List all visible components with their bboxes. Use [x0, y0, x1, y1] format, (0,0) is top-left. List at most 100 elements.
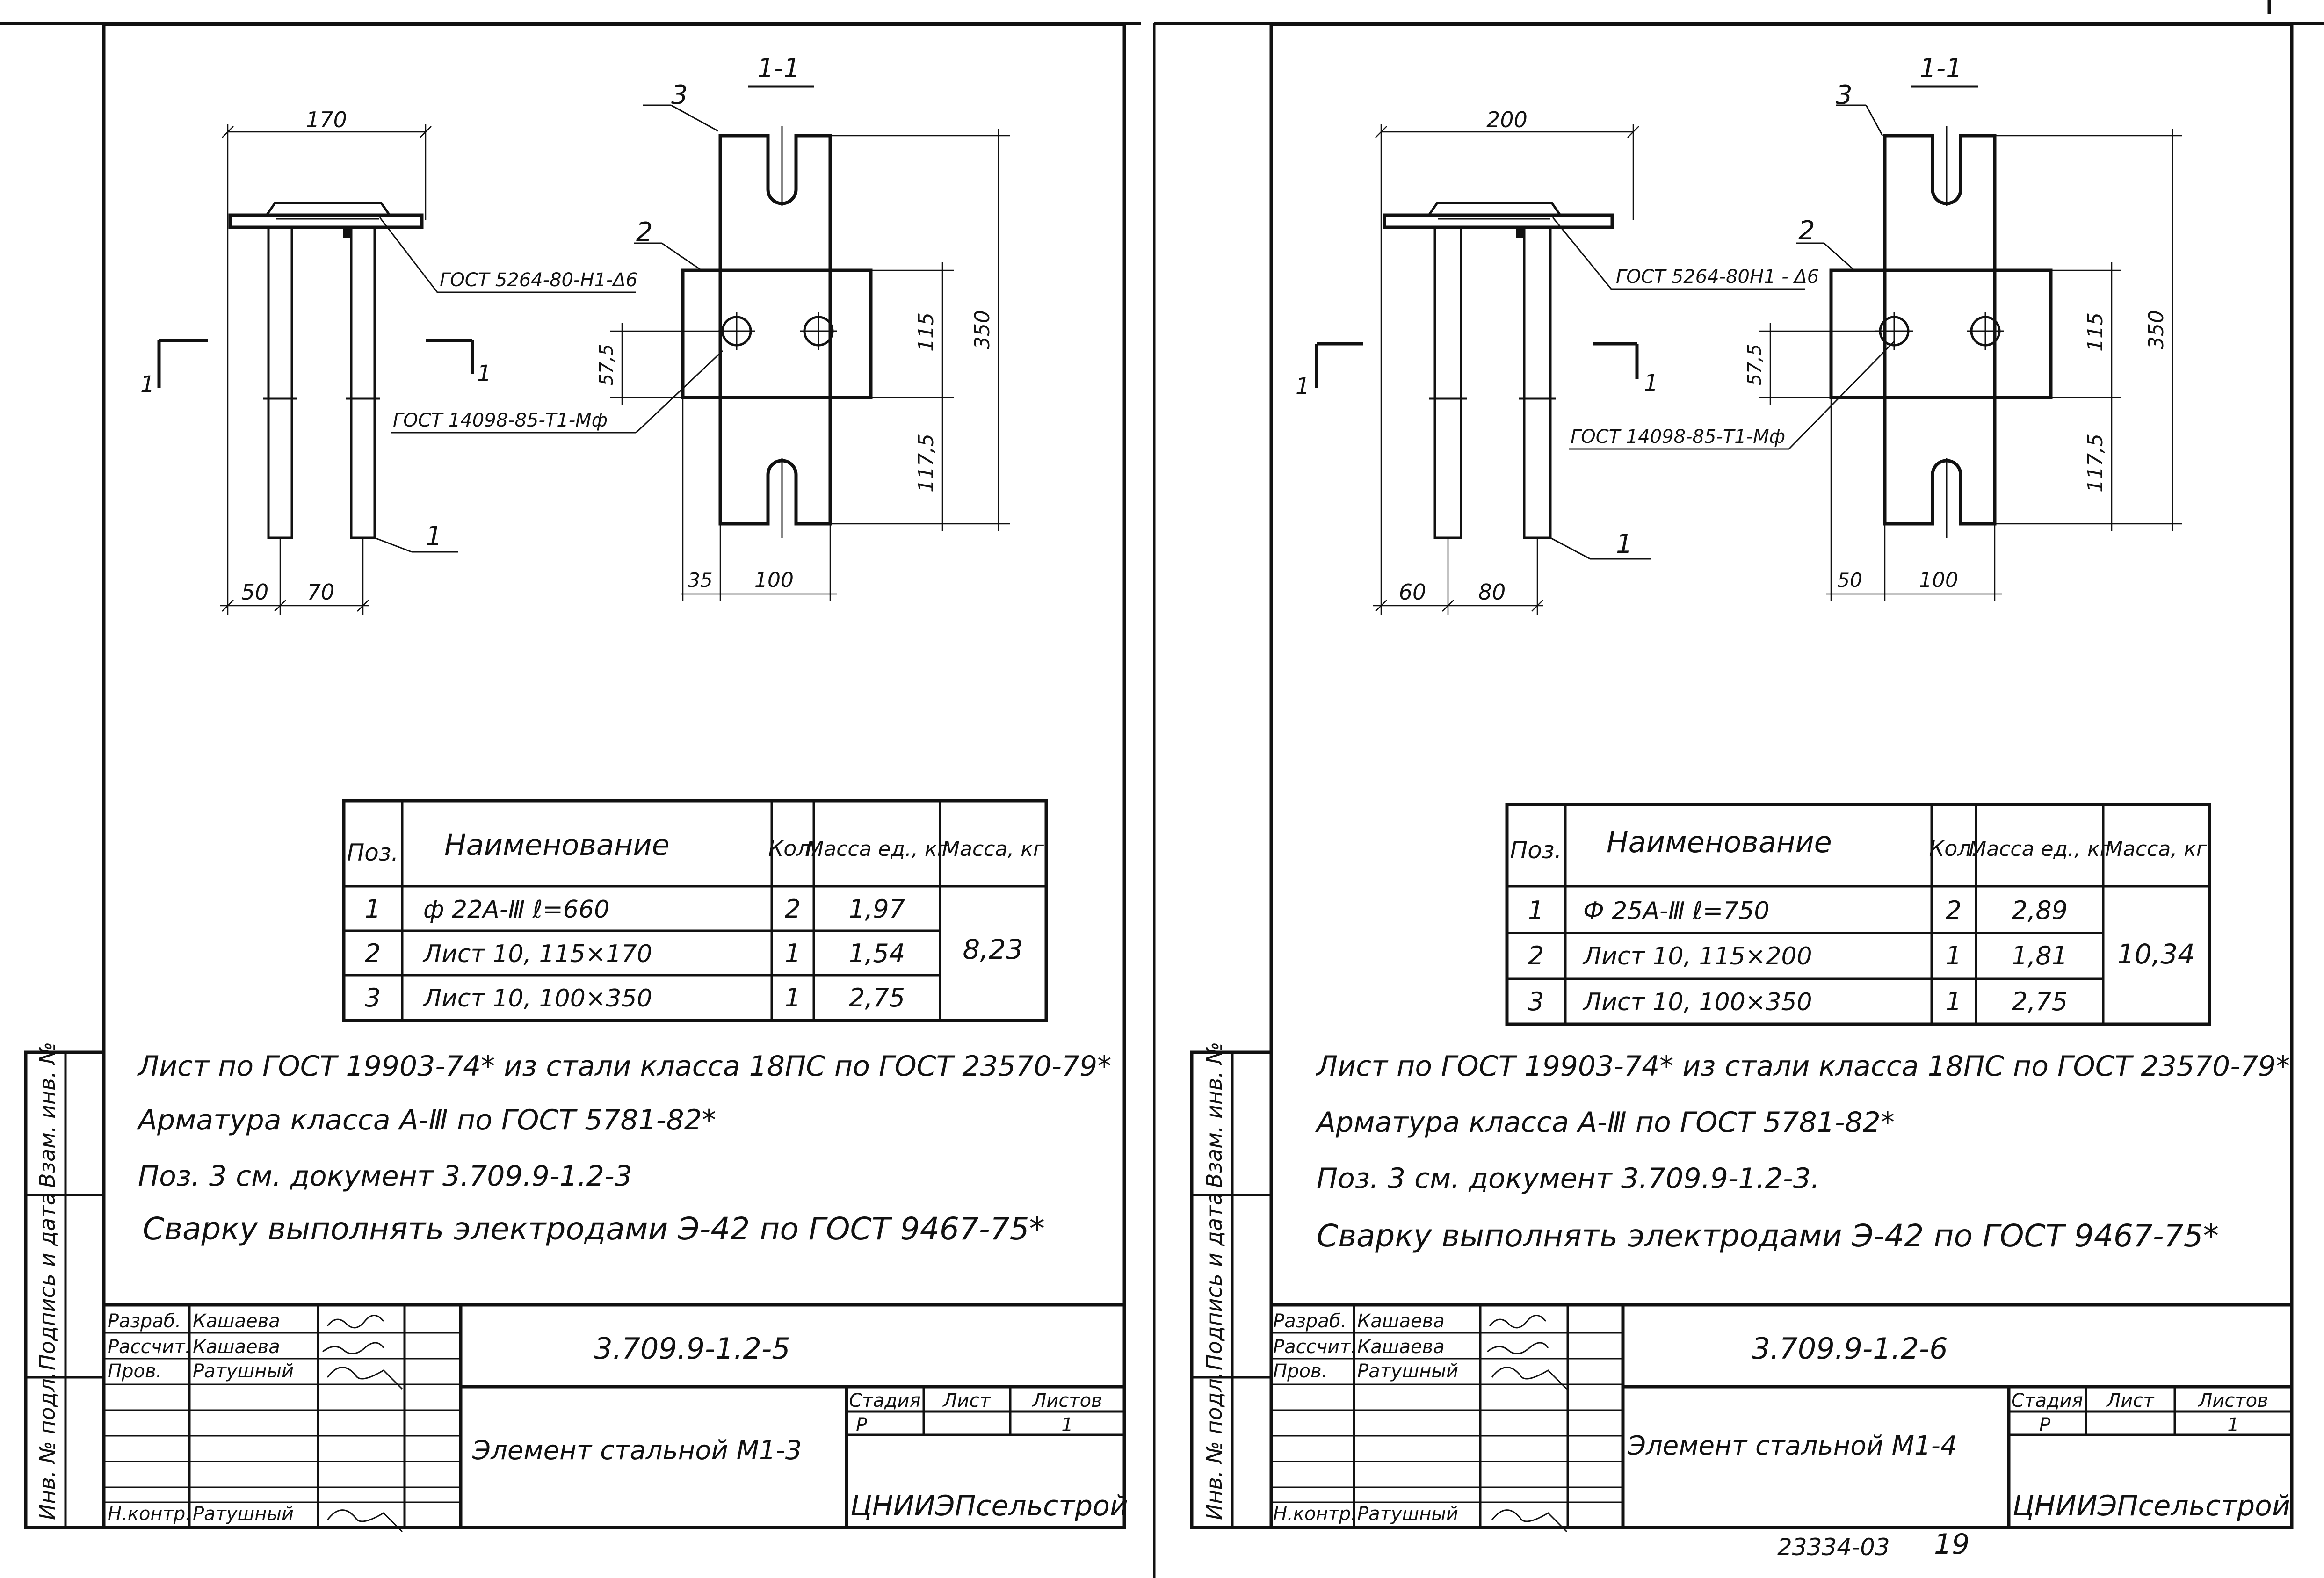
dim-left-offset: 50: [241, 579, 269, 605]
weld-fillet-label: ГОСТ 5264-80-Н1-Δ6: [440, 269, 637, 291]
organization: ЦНИИЭПсельстрой: [850, 1490, 1128, 1522]
sheet-frame: [1269, 22, 2294, 1529]
weld-stud-label: ГОСТ 14098-85-Т1-Мф: [1571, 426, 1785, 448]
svg-text:Лист 10, 100×350: Лист 10, 100×350: [422, 984, 652, 1013]
svg-text:2,89: 2,89: [2012, 896, 2068, 925]
signature: [326, 1367, 403, 1390]
dim-lower: 117,5: [2084, 434, 2107, 492]
th-name: Наименование: [1607, 825, 1832, 859]
th-unit-mass: Масса ед., кг: [806, 837, 948, 861]
svg-text:1,97: 1,97: [849, 894, 905, 924]
callout-sheet: 3: [671, 80, 688, 110]
section-title: 1-1: [1919, 53, 1962, 84]
svg-text:2: 2: [785, 894, 801, 924]
cut-label-left: 1: [1296, 373, 1310, 399]
dim-rod-spacing: 70: [307, 579, 335, 605]
fillet-weld: [264, 202, 392, 217]
signature: [1487, 1342, 1549, 1354]
th-pos: Поз.: [347, 839, 399, 866]
note-line: Поз. 3 см. документ 3.709.9-1.2-3: [138, 1160, 632, 1193]
doc-code: 3.709.9-1.2-5: [594, 1332, 790, 1366]
sheets-count: 1: [1061, 1414, 1073, 1436]
front-view: 200 60 80 1 1 ГОСТ 5264-80Н1: [1296, 107, 1895, 615]
table-row: 1 ф 22А-Ⅲ ℓ=660 2 1,97: [365, 894, 905, 924]
sheet-3-outline: [1883, 134, 1997, 526]
dim-section-width: 100: [754, 568, 794, 592]
section-view: 1-1 3 2 115 117,5 3: [1744, 53, 2182, 601]
section-view: 1-1 3 2: [596, 53, 1010, 601]
doc-title: Элемент стальной М1-4: [1627, 1431, 1957, 1461]
table-row: 2 Лист 10, 115×200 1 1,81: [1528, 941, 2068, 970]
svg-text:2: 2: [1946, 896, 1962, 925]
callout-plate: 2: [1798, 216, 1815, 246]
th-pos: Поз.: [1510, 837, 1562, 864]
notes: Лист по ГОСТ 19903-74* из стали класса 1…: [136, 1050, 1111, 1247]
svg-text:2: 2: [365, 939, 381, 968]
cut-label-right: 1: [477, 361, 492, 387]
th-qty: Кол.: [768, 836, 818, 861]
stamp-sign-date: Подпись и дата: [1202, 1192, 1227, 1370]
front-view: 170 50 70 1 1: [140, 107, 724, 615]
title-block: Разраб. Рассчит. Пров. Н.контр. Кашаева …: [1271, 1303, 2292, 1533]
plate-2: [1829, 268, 2053, 399]
dim-lower: 117,5: [914, 434, 938, 492]
svg-text:1,54: 1,54: [849, 939, 905, 968]
rod-2: [1523, 226, 1552, 539]
dim-hole-offset: 57,5: [596, 344, 617, 385]
role-checker: Пров.: [1273, 1361, 1327, 1382]
th-qty: Кол.: [1929, 836, 1978, 861]
role-calculator: Рассчит.: [108, 1336, 191, 1358]
note-line: Лист по ГОСТ 19903-74* из стали класса 1…: [1316, 1050, 2290, 1083]
dim-left-offset: 60: [1399, 579, 1426, 605]
note-line: Лист по ГОСТ 19903-74* из стали класса 1…: [137, 1050, 1111, 1083]
plate-2: [681, 268, 873, 399]
sheets-count: 1: [2227, 1414, 2239, 1436]
table-row: 2 Лист 10, 115×170 1 1,54: [365, 939, 905, 968]
th-unit-mass: Масса ед., кг: [1969, 837, 2111, 861]
role-norm-control: Н.контр.: [108, 1503, 191, 1525]
total-mass: 8,23: [963, 934, 1023, 965]
svg-text:2,75: 2,75: [2012, 987, 2068, 1016]
weld-fillet-label: ГОСТ 5264-80Н1 - Δ6: [1616, 266, 1819, 288]
doc-code: 3.709.9-1.2-6: [1752, 1332, 1948, 1366]
stamp-sign-date: Подпись и дата: [35, 1192, 60, 1370]
rod-1: [1433, 226, 1462, 539]
section-title: 1-1: [757, 53, 800, 84]
th-name: Наименование: [444, 828, 670, 862]
svg-text:1: 1: [785, 983, 801, 1013]
signature: [1491, 1367, 1568, 1390]
archive-number: 23334-03: [1777, 1534, 1890, 1561]
role-checker: Пров.: [108, 1361, 162, 1382]
svg-text:3: 3: [1528, 987, 1544, 1016]
svg-text:3: 3: [365, 983, 381, 1013]
sheets-header: Листов: [2197, 1390, 2268, 1412]
name-checker: Ратушный: [193, 1361, 294, 1382]
svg-text:Лист 10, 115×200: Лист 10, 115×200: [1582, 942, 1812, 970]
signature: [1489, 1315, 1547, 1329]
th-mass: Масса, кг: [942, 837, 1044, 861]
stamp-replace-inv: Взам. инв. №: [1202, 1042, 1227, 1188]
rod-2: [350, 226, 376, 539]
name-checker: Ратушный: [1357, 1361, 1458, 1382]
sheet-frame: [102, 22, 1126, 1529]
note-line: Арматура класса А-Ⅲ по ГОСТ 5781-82*: [136, 1104, 716, 1136]
weld-stud-label: ГОСТ 14098-85-Т1-Мф: [393, 410, 608, 431]
sheet-left: 170 50 70 1 1: [24, 22, 1128, 1533]
dim-overall-width: 170: [306, 107, 347, 132]
signature: [1491, 1509, 1568, 1533]
plate-front: [228, 213, 424, 229]
svg-text:1: 1: [1528, 896, 1544, 925]
table-row: 3 Лист 10, 100×350 1 2,75: [365, 983, 905, 1013]
title-block: Разраб. Рассчит. Пров. Н.контр. Кашаева …: [104, 1303, 1128, 1533]
sheet-right: 200 60 80 1 1 ГОСТ 5264-80Н1: [1190, 22, 2294, 1533]
name-developer: Кашаева: [193, 1310, 280, 1332]
role-developer: Разраб.: [108, 1310, 181, 1332]
name-norm-control: Ратушный: [193, 1503, 294, 1525]
signature: [326, 1509, 403, 1533]
dim-overall-width: 200: [1486, 107, 1528, 132]
table-row: 1 Ф 25А-Ⅲ ℓ=750 2 2,89: [1528, 896, 2068, 925]
stage-value: Р: [2039, 1414, 2051, 1436]
stage-header: Стадия: [849, 1390, 920, 1412]
callout-sheet: 3: [1836, 80, 1853, 110]
